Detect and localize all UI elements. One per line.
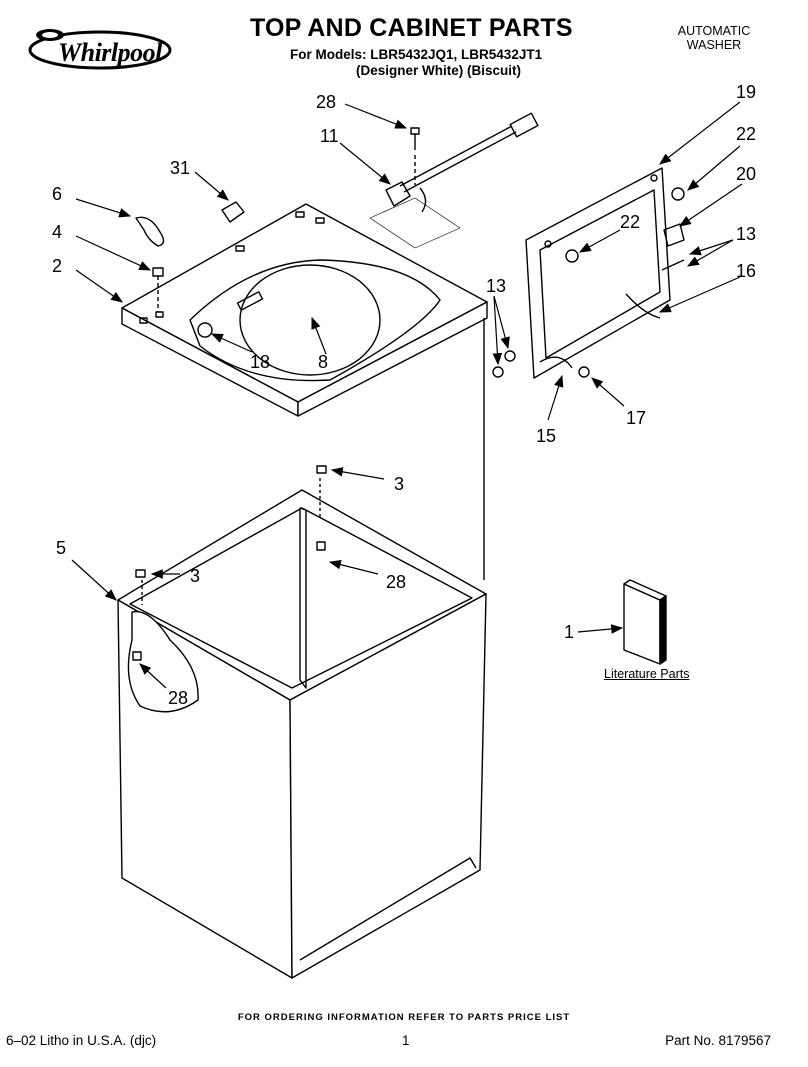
lid-switch-part [369, 112, 539, 249]
whirlpool-swirl-icon [28, 29, 172, 70]
callout-13-right: 13 [736, 224, 756, 244]
callout-22-left: 22 [620, 212, 640, 232]
callout-8: 8 [318, 352, 328, 372]
callout-1: 1 [564, 622, 574, 642]
top-panel-part [121, 203, 488, 417]
callout-3-left: 3 [190, 566, 200, 586]
callout-13-left: 13 [486, 276, 506, 296]
ordering-note: FOR ORDERING INFORMATION REFER TO PARTS … [237, 1012, 571, 1023]
lid-frame-part [492, 167, 685, 379]
page-number: 1 [402, 1033, 410, 1048]
callout-20: 20 [736, 164, 756, 184]
literature-part [623, 579, 667, 665]
callout-3-right: 3 [394, 474, 404, 494]
cabinet-part [117, 318, 487, 979]
spacer-part [152, 267, 164, 312]
callout-22-right: 22 [736, 124, 756, 144]
product-type: AUTOMATIC WASHER [664, 24, 764, 52]
screw-part [410, 127, 420, 185]
litho-info: 6–02 Litho in U.S.A. (djc) [6, 1033, 157, 1048]
product-line-1: AUTOMATIC [677, 24, 751, 38]
clip-part [221, 201, 245, 223]
callout-4: 4 [52, 222, 62, 242]
page-title: TOP AND CABINET PARTS [250, 14, 573, 42]
product-line-2: WASHER [686, 38, 742, 52]
callout-5: 5 [56, 538, 66, 558]
color-variants: (Designer White) (Biscuit) [356, 63, 522, 78]
callout-28-top: 28 [316, 92, 336, 112]
callout-6: 6 [52, 184, 62, 204]
model-list: For Models: LBR5432JQ1, LBR5432JT1 [290, 47, 543, 62]
whirlpool-logo: Whirlpool [28, 22, 186, 72]
callout-2: 2 [52, 256, 62, 276]
callout-11: 11 [320, 126, 339, 146]
brand-wordmark: Whirlpool [58, 38, 162, 67]
bracket-part [135, 216, 165, 247]
callout-19: 19 [736, 82, 756, 102]
callout-28-bottom: 28 [168, 688, 188, 708]
callout-31: 31 [170, 158, 190, 178]
callout-18: 18 [250, 352, 270, 372]
callout-leaders [71, 101, 743, 689]
part-number: Part No. 8179567 [665, 1033, 771, 1048]
callout-28-middle: 28 [386, 572, 406, 592]
callout-15: 15 [536, 426, 556, 446]
literature-parts-label: Literature Parts [604, 667, 690, 681]
callout-16: 16 [736, 261, 756, 281]
callout-17: 17 [626, 408, 646, 428]
